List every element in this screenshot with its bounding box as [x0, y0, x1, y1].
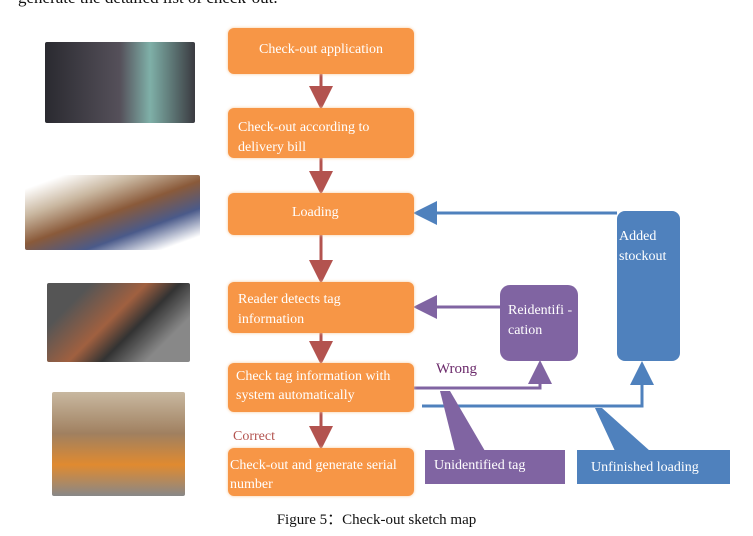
- figure-caption: Figure 5：Check-out sketch map: [276, 512, 477, 528]
- step-check-tag: Check tag information with system automa…: [228, 363, 414, 412]
- forklift-photo: [52, 392, 185, 496]
- warehouse-3d-model-photo: [25, 175, 200, 250]
- intro-text: generate the detailed list of check-out.: [18, 0, 278, 8]
- unidentified-tag-callout: Unidentified tag: [425, 450, 565, 484]
- step-checkout-delivery-bill: Check-out according to delivery bill: [228, 108, 414, 158]
- reidentification-box: Reidentifi -cation: [500, 285, 578, 361]
- step-loading: Loading: [228, 193, 414, 235]
- step-checkout-serial: Check-out and generate serial number: [228, 448, 414, 496]
- correct-label: Correct: [233, 429, 275, 444]
- step-reader-detects: Reader detects tag information: [228, 282, 414, 333]
- unfinished-path: [422, 361, 654, 408]
- step-checkout-application: Check-out application: [228, 28, 414, 74]
- unfinished-loading-callout: Unfinished loading: [577, 450, 730, 484]
- warehouse-shelves-photo: [45, 42, 195, 123]
- rfid-reader-photos: [47, 283, 190, 362]
- wrong-label: Wrong: [436, 361, 478, 377]
- unidentified-callout-tail: [440, 391, 485, 451]
- wrong-path: [414, 360, 552, 390]
- added-stockout-box: Added stockout: [617, 211, 680, 361]
- unfinished-callout-tail: [595, 408, 650, 451]
